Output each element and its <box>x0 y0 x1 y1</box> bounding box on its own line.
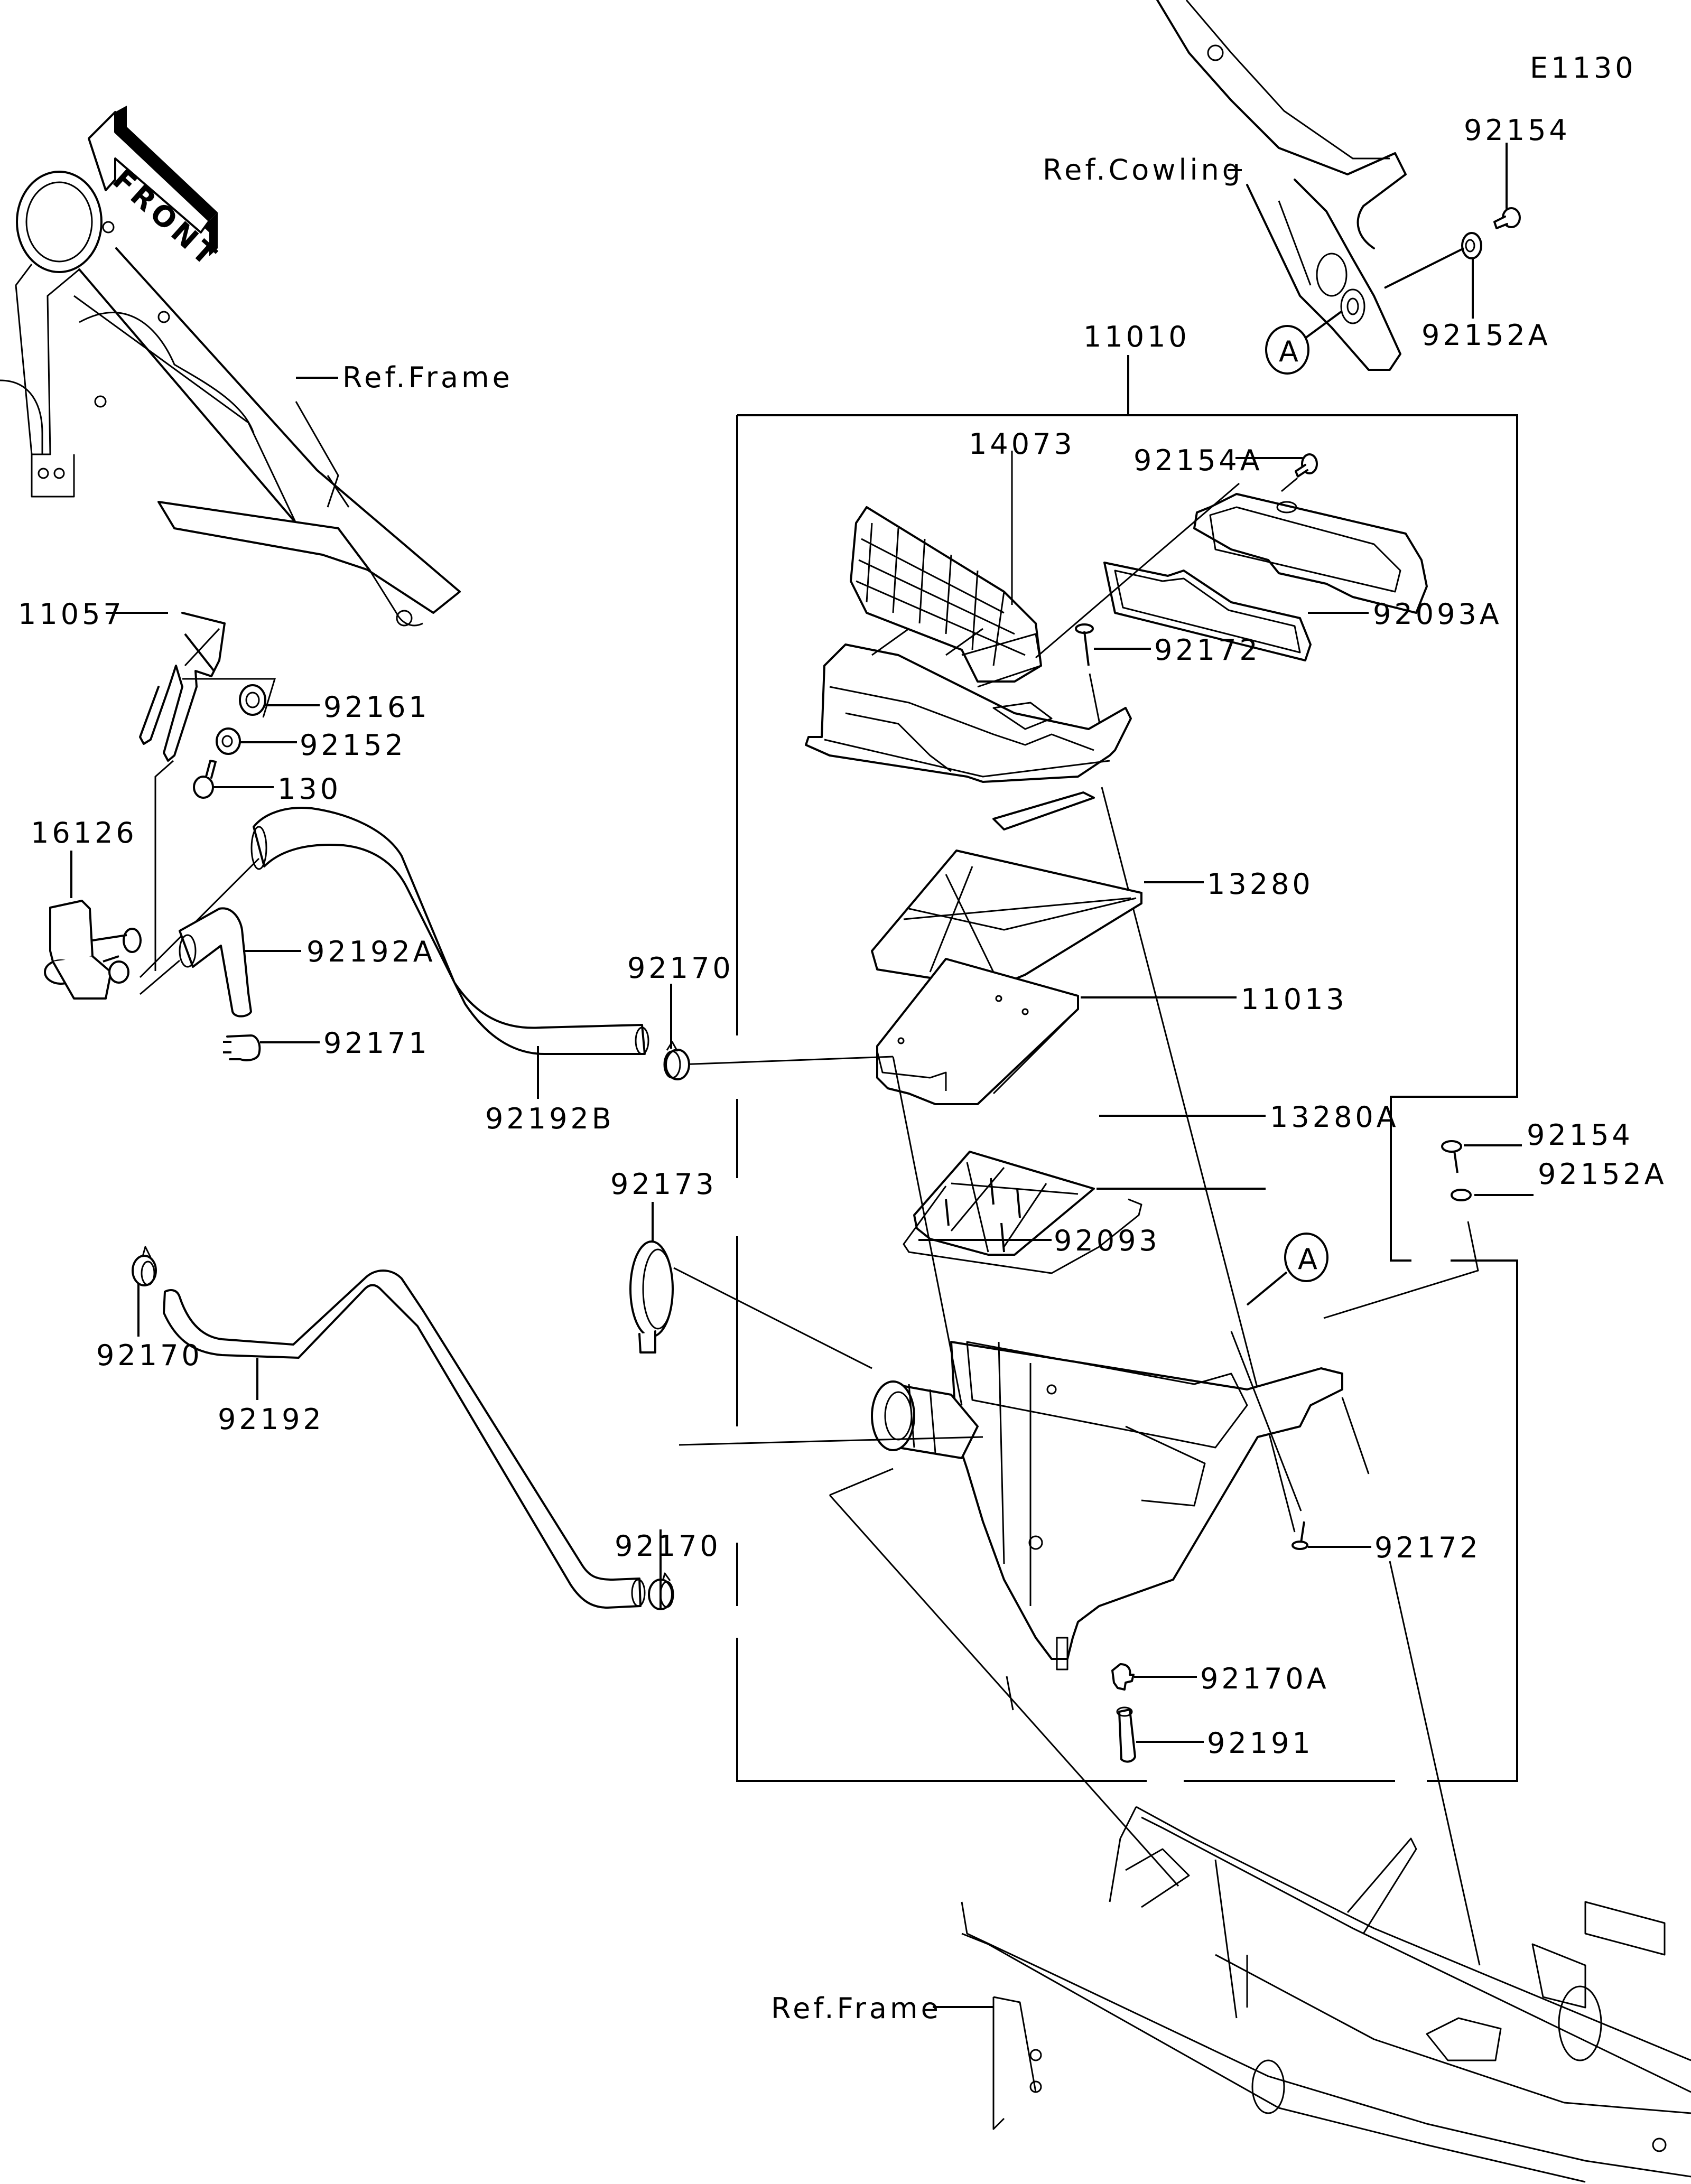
screw-92172-lower[interactable] <box>1292 1521 1308 1550</box>
reference-callout-a-lower: A <box>1284 1233 1328 1282</box>
bolt-130[interactable] <box>193 760 217 799</box>
air-cleaner-case <box>871 1341 1343 1670</box>
part-label-92152: 92152 <box>300 729 406 762</box>
part-label-11057: 11057 <box>18 598 125 631</box>
part-label-92171: 92171 <box>323 1026 430 1060</box>
part-label-13280: 13280 <box>1207 867 1314 901</box>
ref-frame-bottom-label: Ref.Frame <box>771 1992 942 2025</box>
part-label-92152A-top: 92152A <box>1421 319 1551 352</box>
air-filter-element-11013[interactable] <box>876 958 1079 1105</box>
part-label-92170-upper: 92170 <box>627 951 734 985</box>
part-label-92154-top: 92154 <box>1464 114 1571 147</box>
part-label-92170A: 92170A <box>1200 1662 1330 1695</box>
hose-92192B[interactable] <box>250 807 649 1055</box>
part-label-16126: 16126 <box>31 816 137 850</box>
part-label-92172-lower: 92172 <box>1374 1531 1481 1564</box>
duct-14073[interactable] <box>850 506 1042 688</box>
element-holder-13280A[interactable] <box>913 1151 1095 1256</box>
ref-cowling-label: Ref.Cowling <box>1043 153 1243 186</box>
part-label-92192: 92192 <box>218 1403 324 1436</box>
bolt-92154-right[interactable] <box>1441 1140 1462 1173</box>
element-holder-13280[interactable] <box>871 850 1142 989</box>
reference-callout-a-top: A <box>1265 325 1309 375</box>
clamp-92170-left[interactable] <box>132 1246 157 1286</box>
part-label-92191: 92191 <box>1207 1726 1314 1760</box>
cover-bracket <box>992 791 1095 830</box>
part-label-92154A: 92154A <box>1133 444 1263 477</box>
valve-16126[interactable] <box>44 900 142 1000</box>
clamp-92170A[interactable] <box>1111 1663 1135 1691</box>
svg-text:A: A <box>1279 335 1298 368</box>
cover-plate <box>1193 493 1428 614</box>
part-label-92161: 92161 <box>323 690 430 724</box>
part-label-92170-left: 92170 <box>96 1339 203 1372</box>
screw-92172-upper[interactable] <box>1075 623 1094 666</box>
diagram-code: E1130 <box>1530 51 1637 85</box>
part-label-92173: 92173 <box>610 1168 717 1201</box>
grommet-92161[interactable] <box>239 684 266 716</box>
bolt-92154-top[interactable] <box>1493 207 1521 229</box>
bolt-92154A[interactable] <box>1295 453 1318 478</box>
clamp-92170-upper[interactable] <box>663 1041 690 1080</box>
part-label-92093A: 92093A <box>1373 598 1502 631</box>
svg-text:A: A <box>1298 1243 1317 1276</box>
gasket-92093A[interactable] <box>1103 562 1312 661</box>
ref-frame-upper-label: Ref.Frame <box>342 361 513 394</box>
seal-92093[interactable] <box>903 1186 1142 1274</box>
part-label-11010: 11010 <box>1083 320 1190 353</box>
hose-92192A[interactable] <box>179 907 252 1018</box>
part-label-92154-right: 92154 <box>1527 1118 1633 1152</box>
assembly-box-11010 <box>736 414 1518 1782</box>
cowling-bracket <box>1156 0 1407 371</box>
part-label-11013: 11013 <box>1241 983 1348 1016</box>
part-label-92172-upper: 92172 <box>1154 633 1261 667</box>
collar-92152[interactable] <box>216 727 241 755</box>
front-arrow-icon: FRONT <box>88 106 226 275</box>
air-cleaner-cover <box>805 628 1132 783</box>
part-label-92152A-right: 92152A <box>1538 1158 1667 1191</box>
part-label-92192A: 92192A <box>306 935 436 968</box>
part-label-14073: 14073 <box>969 427 1075 461</box>
hose-92192[interactable] <box>163 1270 646 1609</box>
part-label-92093: 92093 <box>1054 1224 1160 1257</box>
part-label-13280A: 13280A <box>1270 1100 1399 1134</box>
washer-92152A-right[interactable] <box>1451 1189 1472 1201</box>
frame-bottom <box>961 1806 1691 2183</box>
band-clamp-92173[interactable] <box>629 1240 674 1354</box>
bracket-11057[interactable] <box>139 612 226 762</box>
part-label-130: 130 <box>277 772 341 806</box>
frame-upper-left <box>0 171 461 627</box>
part-label-92170-lower: 92170 <box>615 1529 721 1563</box>
clip-92171[interactable] <box>223 1034 261 1061</box>
part-label-92192B: 92192B <box>485 1102 615 1135</box>
hose-92191[interactable] <box>1116 1706 1136 1763</box>
washer-92152A-top[interactable] <box>1461 232 1482 259</box>
